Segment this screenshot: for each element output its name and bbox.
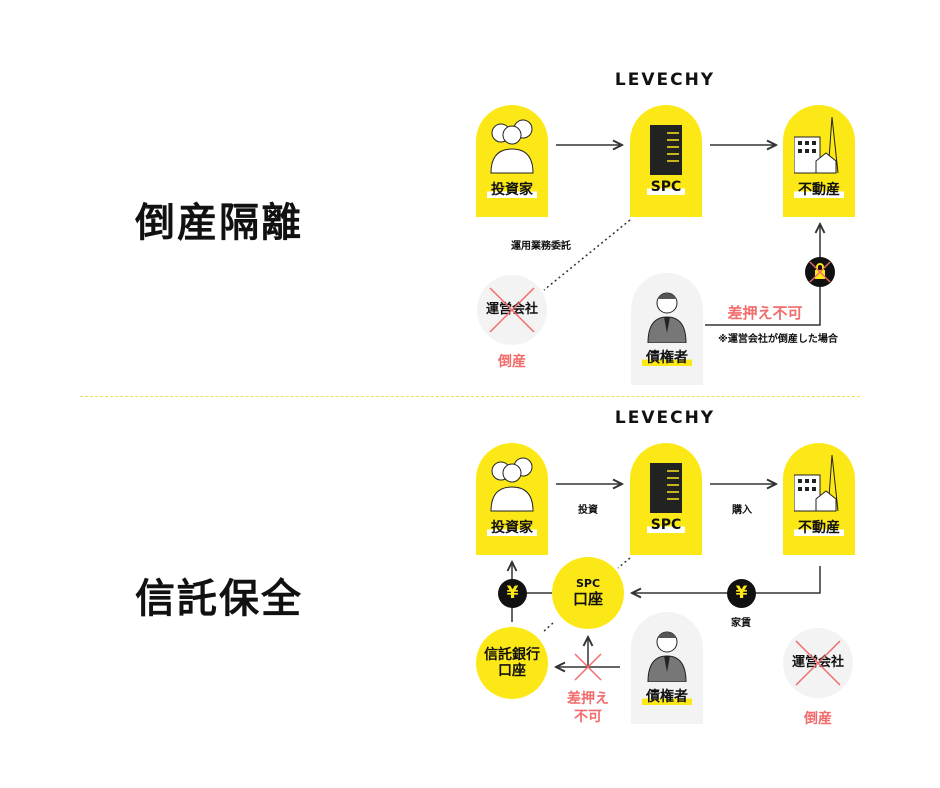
trust-bank-label-1: 信託銀行 bbox=[484, 646, 540, 663]
investor-label: 投資家 bbox=[487, 520, 537, 536]
businessman-icon bbox=[647, 631, 687, 682]
purchase-label: 購入 bbox=[732, 505, 752, 516]
no-seizure-line-2: 不可 bbox=[574, 709, 602, 726]
real-estate-icon bbox=[794, 116, 839, 174]
operator-circle-2: 運営会社 bbox=[783, 628, 853, 698]
invest-label: 投資 bbox=[578, 505, 598, 516]
section-title-trust-protection: 信託保全 bbox=[135, 576, 303, 622]
no-seizure-label-2: 差押え 不可 bbox=[567, 690, 609, 726]
spc-account-label-1: SPC bbox=[575, 577, 601, 591]
bankrupt-label: 倒産 bbox=[498, 354, 526, 370]
spc-card-2: SPC bbox=[630, 443, 702, 555]
trust-bank-label-2: 口座 bbox=[498, 663, 526, 679]
real-estate-card-2: 不動産 bbox=[783, 443, 855, 555]
investors-icon bbox=[490, 119, 534, 174]
cross-mark-icon bbox=[795, 640, 841, 686]
investor-card: 投資家 bbox=[476, 105, 548, 217]
creditor-label: 債権者 bbox=[642, 689, 692, 705]
businessman-icon bbox=[647, 292, 687, 343]
investor-card-2: 投資家 bbox=[476, 443, 548, 555]
spc-label: SPC bbox=[646, 179, 686, 195]
investor-label: 投資家 bbox=[487, 182, 537, 198]
delegation-label: 運用業務委託 bbox=[511, 241, 571, 252]
office-building-icon bbox=[650, 463, 682, 513]
office-building-icon bbox=[650, 125, 682, 175]
rent-label: 家賃 bbox=[731, 618, 751, 629]
operator-circle: 運営会社 bbox=[477, 275, 547, 345]
section-divider bbox=[80, 396, 860, 397]
bankrupt-label-2: 倒産 bbox=[804, 711, 832, 727]
real-estate-label: 不動産 bbox=[794, 520, 844, 536]
investors-icon bbox=[490, 457, 534, 512]
real-estate-icon bbox=[794, 454, 839, 512]
levechy-logo-2: LEVECHY bbox=[614, 408, 716, 428]
creditor-label: 債権者 bbox=[642, 350, 692, 366]
spc-account-label-2: 口座 bbox=[572, 589, 603, 608]
spc-account-circle: SPC 口座 bbox=[552, 557, 624, 629]
yen-icon-payout: ¥ bbox=[498, 579, 527, 608]
no-seizure-label: 差押え不可 bbox=[727, 304, 803, 322]
levechy-logo: LEVECHY bbox=[614, 70, 716, 90]
creditor-card: 債権者 bbox=[631, 273, 703, 385]
lock-icon bbox=[805, 257, 835, 287]
spc-card: SPC bbox=[630, 105, 702, 217]
no-seizure-line-1: 差押え bbox=[567, 691, 609, 707]
yen-icon-rent: ¥ bbox=[727, 579, 756, 608]
section-title-bankruptcy-remote: 倒産隔離 bbox=[135, 200, 303, 246]
spc-label: SPC bbox=[646, 517, 686, 533]
real-estate-card: 不動産 bbox=[783, 105, 855, 217]
creditor-card-2: 債権者 bbox=[631, 612, 703, 724]
trust-bank-account-circle: 信託銀行 口座 bbox=[476, 627, 548, 699]
bankruptcy-note: ※運営会社が倒産した場合 bbox=[718, 334, 838, 345]
cross-mark-icon bbox=[489, 287, 535, 333]
real-estate-label: 不動産 bbox=[794, 182, 844, 198]
